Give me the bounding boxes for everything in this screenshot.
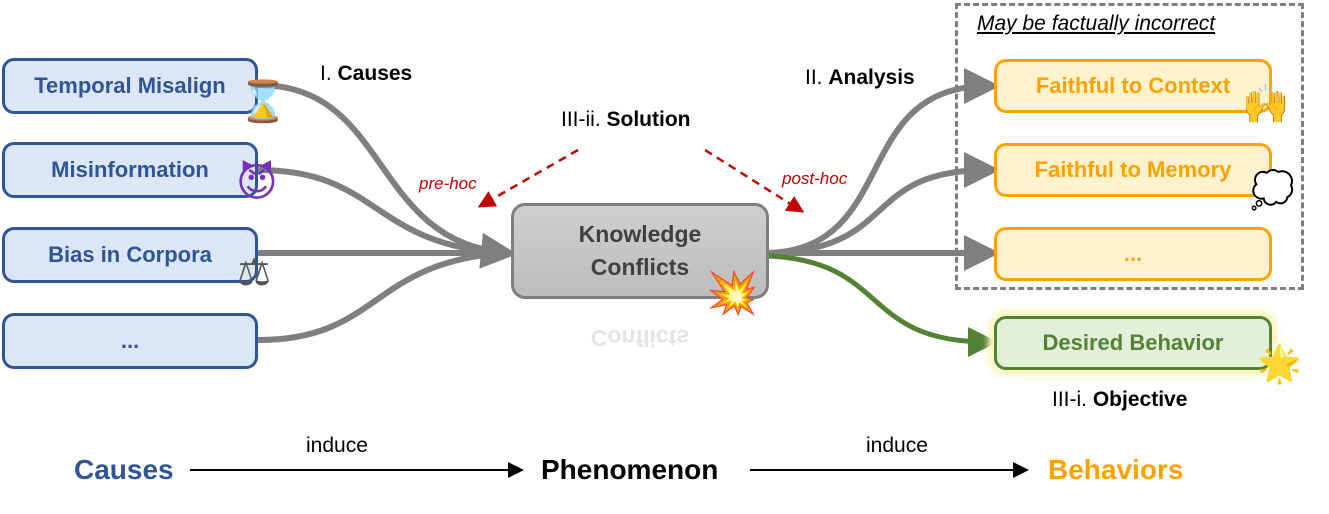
scales-icon: ⚖ [237, 252, 272, 294]
behavior-label: Faithful to Context [1035, 73, 1231, 98]
desired-behavior-box: Desired Behavior [994, 316, 1272, 370]
section-solution-prefix: III-ii. [561, 108, 607, 131]
core-line-2: Conflicts [590, 254, 690, 280]
arrow-dots-to-core [257, 250, 506, 343]
section-causes-label: Causes [337, 62, 413, 85]
behavior-box-faithful-context: Faithful to Context [994, 59, 1272, 113]
section-causes: I. Causes [320, 62, 412, 86]
core-line-1: Knowledge [578, 220, 702, 247]
incorrect-region [955, 3, 1304, 290]
section-analysis-prefix: II. [805, 66, 829, 89]
cause-box-temporal-misalign: Temporal Misalign [2, 58, 258, 114]
arrow-misinfo-to-core [257, 167, 506, 256]
behavior-box-faithful-memory: Faithful to Memory [994, 143, 1272, 197]
bottom-phenomenon: Phenomenon [541, 454, 719, 485]
thought-bubble-icon: 💭 [1250, 169, 1295, 210]
section-solution: III-ii. Solution [561, 108, 690, 132]
cause-box-misinformation: Misinformation [2, 142, 258, 198]
arrow-temporal-to-core [257, 82, 517, 269]
section-solution-label: Solution [606, 108, 691, 131]
arrow-core-to-desired [768, 253, 998, 357]
cause-label: Bias in Corpora [48, 242, 212, 267]
note-post-hoc: post-hoc [782, 169, 848, 188]
collision-icon: 💥 [706, 269, 759, 316]
induce-label-1: induce [306, 434, 368, 457]
section-objective-label: Objective [1092, 388, 1188, 411]
cause-box-bias-in-corpora: Bias in Corpora [2, 227, 258, 283]
core-reflection-text: Conflicts [590, 325, 690, 351]
cause-label: Temporal Misalign [34, 73, 226, 98]
behavior-label: ... [1123, 241, 1143, 266]
arrow-core-to-context [768, 68, 1000, 256]
behavior-label: Faithful to Memory [1034, 157, 1232, 182]
note-pre-hoc: pre-hoc [419, 174, 477, 193]
cause-label: Misinformation [51, 157, 209, 182]
hourglass-icon: ⌛ [238, 80, 288, 124]
behavior-box-more: ... [994, 227, 1272, 281]
arrow-pre-hoc [477, 148, 579, 208]
section-objective: III-i. Objective [1052, 388, 1187, 412]
desired-label: Desired Behavior [1042, 330, 1224, 355]
cause-box-more: ... [2, 313, 258, 369]
arrow-post-hoc [704, 148, 805, 213]
bottom-behaviors: Behaviors [1048, 454, 1184, 485]
induce-label-2: induce [866, 434, 928, 457]
cause-label: ... [120, 328, 140, 353]
raised-hands-icon: 🙌 [1242, 84, 1290, 126]
section-causes-prefix: I. [320, 62, 338, 85]
section-objective-prefix: III-i. [1052, 388, 1093, 411]
devil-icon: 😈 [236, 161, 278, 205]
disclaimer: May be factually incorrect [977, 12, 1216, 35]
bottom-causes: Causes [74, 454, 174, 485]
arrow-core-to-memory [768, 152, 1000, 256]
section-analysis-label: Analysis [828, 66, 915, 89]
section-analysis: II. Analysis [805, 66, 915, 90]
star-icon: 🌟 [1257, 343, 1302, 384]
